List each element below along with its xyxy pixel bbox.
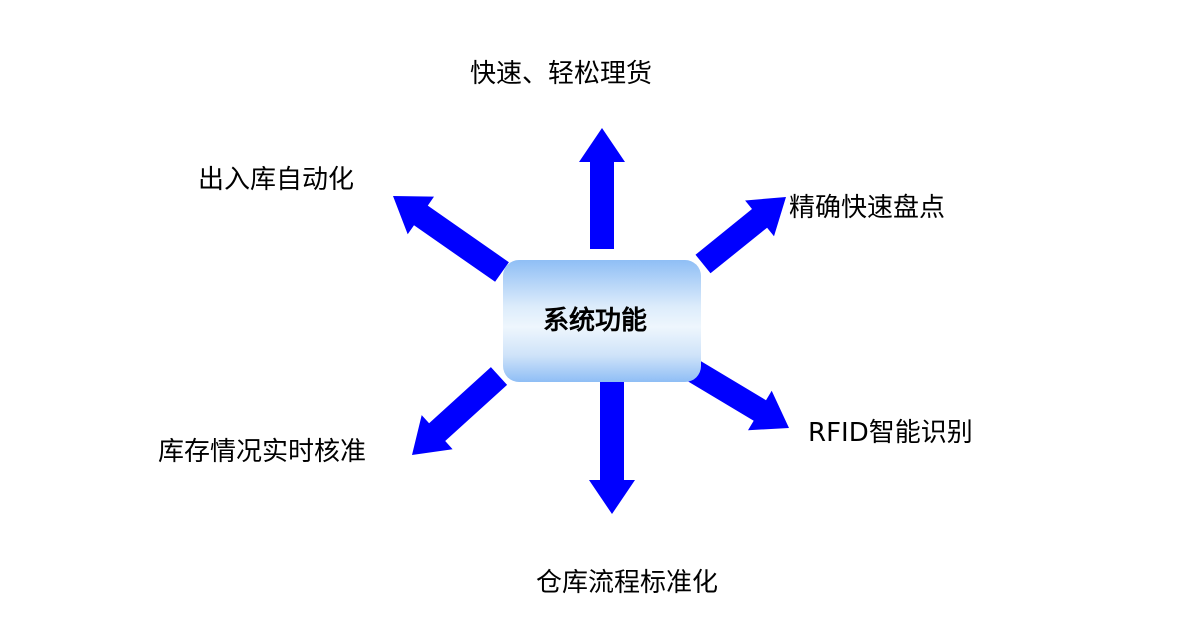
arrow-lower-left [412, 367, 508, 455]
arrow-upper-right [695, 197, 786, 274]
function-label-lower-left: 库存情况实时核准 [158, 437, 367, 467]
arrow-upper-left [393, 196, 509, 282]
function-label-lower-right: RFID智能识别 [808, 418, 973, 448]
function-label-top: 快速、轻松理货 [470, 59, 653, 89]
function-label-upper-right: 精确快速盘点 [789, 193, 946, 223]
arrow-top [579, 128, 625, 249]
function-label-bottom: 仓库流程标准化 [536, 568, 719, 598]
arrow-lower-right [682, 357, 789, 431]
function-label-upper-left: 出入库自动化 [198, 165, 355, 195]
center-node-label: 系统功能 [542, 305, 647, 336]
arrow-bottom [589, 382, 635, 514]
center-node-box: 系统功能 [503, 260, 701, 382]
